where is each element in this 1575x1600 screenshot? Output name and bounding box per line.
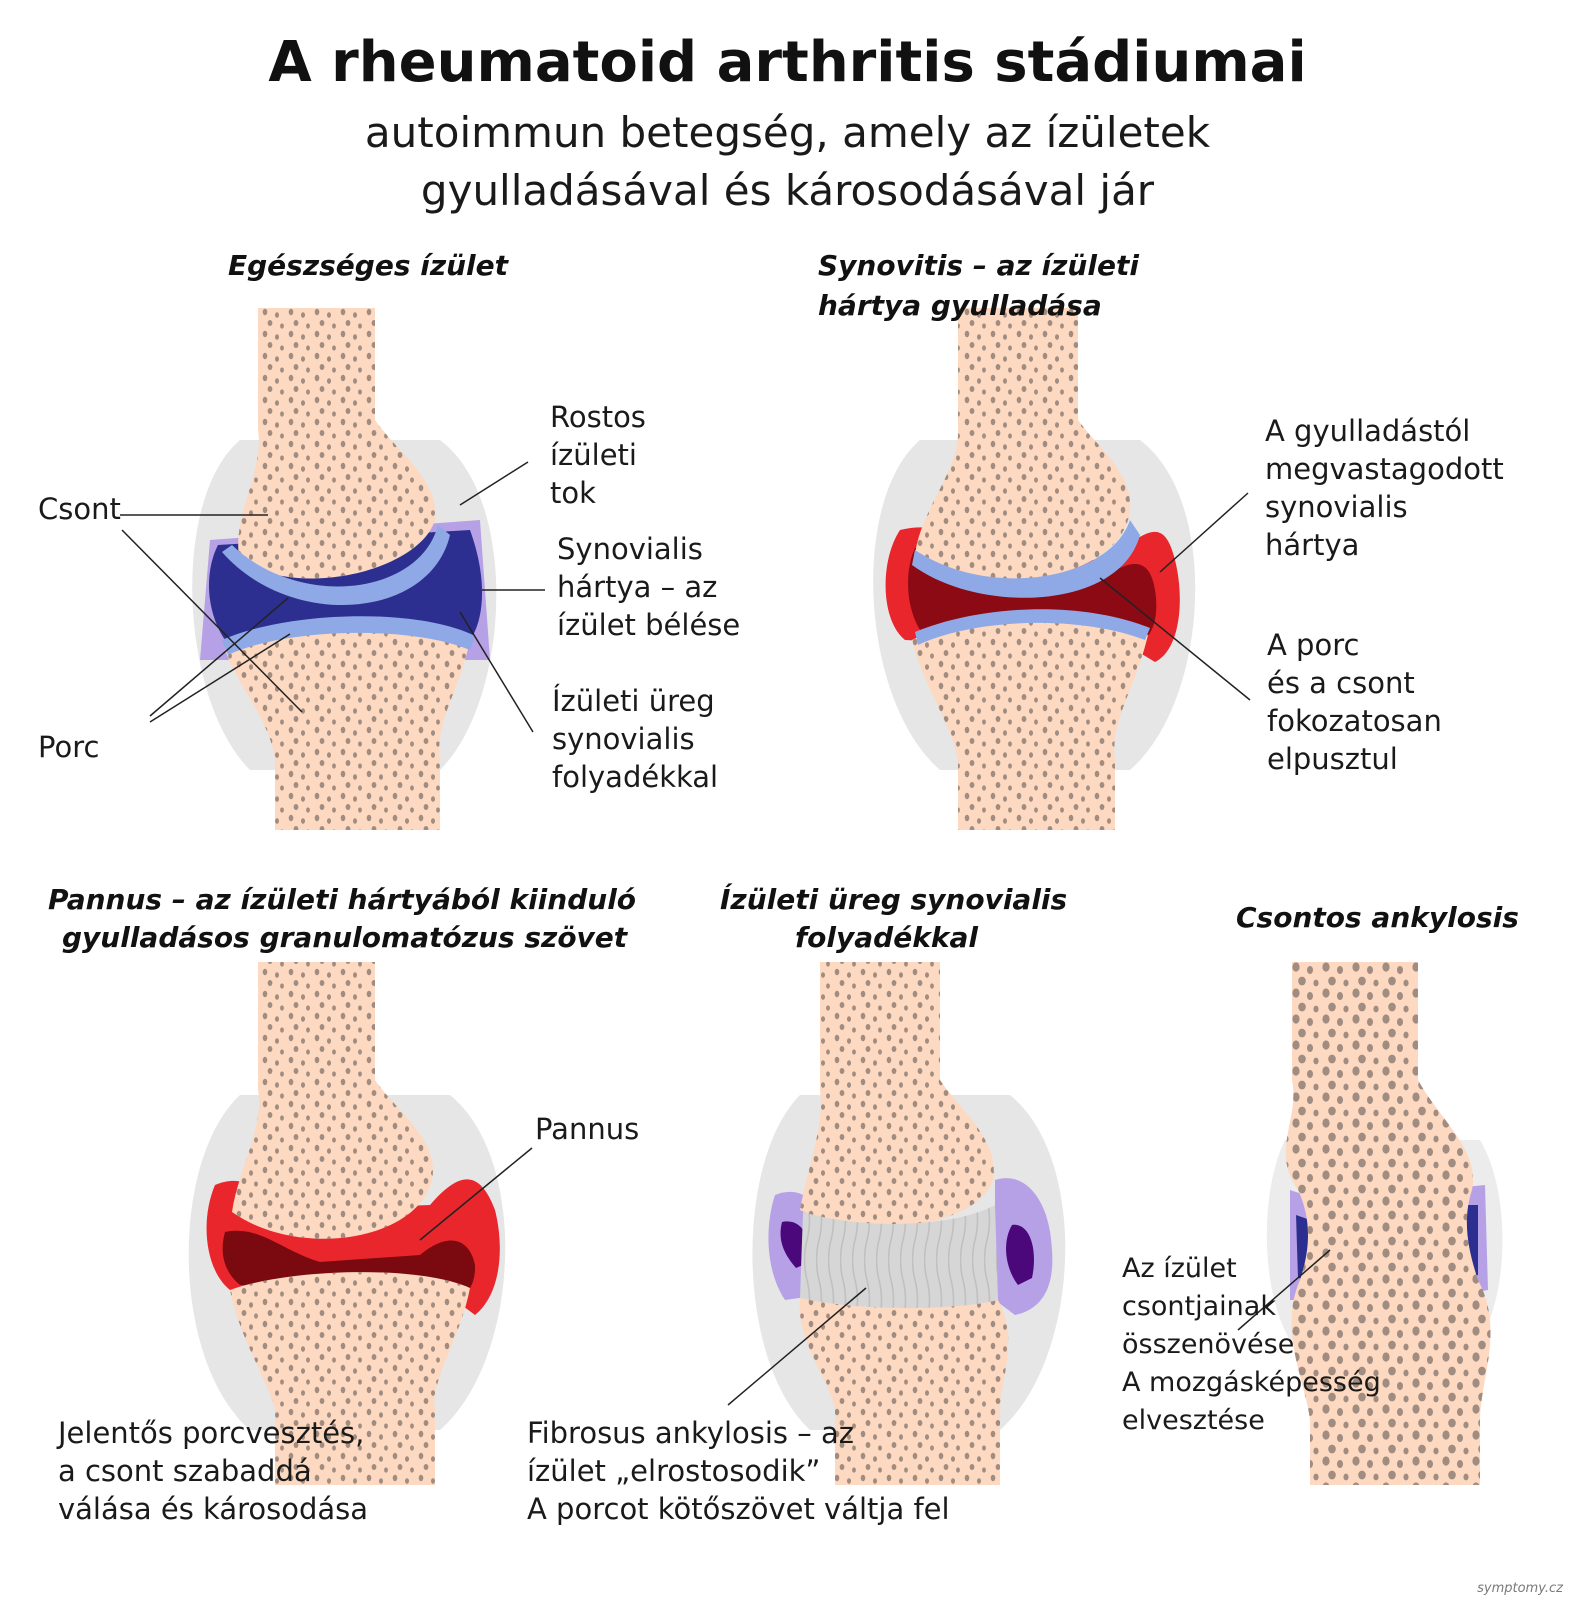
label-fuse-line-1: Az ízület	[1122, 1253, 1237, 1284]
pannus-joint	[188, 962, 533, 1485]
synovitis-lower-cartilage	[915, 609, 1150, 645]
label-fibrous-line-3: A porcot kötőszövet váltja fel	[527, 1492, 950, 1526]
label-fibrous-line-1: Fibrosus ankylosis – az	[527, 1416, 854, 1450]
label-cavity-line-1: Ízületi üreg	[552, 684, 715, 718]
label-fuse-line-2: csontjainak	[1122, 1291, 1276, 1322]
label-thickened-line-2: megvastagodott	[1265, 452, 1504, 486]
label-destroy-line-3: fokozatosan	[1267, 704, 1442, 738]
label-loss-line-3: válása és károsodása	[58, 1492, 369, 1526]
label-fuse-line-4: A mozgásképesség	[1122, 1367, 1381, 1398]
panel-title-synovitis-line-1: Synovitis – az ízületi	[818, 249, 1139, 282]
panel-title-synovitis-line-2: hártya gyulladása	[818, 289, 1102, 322]
label-bone: Csont	[38, 492, 121, 526]
label-capsule-line-3: tok	[550, 476, 596, 510]
page-subtitle-line-1: autoimmun betegség, amely az ízületek	[364, 108, 1211, 157]
label-capsule-line-2: ízületi	[550, 438, 637, 472]
label-destroy-line-2: és a csont	[1267, 666, 1415, 700]
label-destroy-line-1: A porc	[1267, 628, 1360, 662]
panel-title-bony: Csontos ankylosis	[1236, 901, 1519, 934]
watermark: symptomy.cz	[1477, 1581, 1563, 1596]
panel-title-fibrous-line-2: folyadékkal	[795, 921, 978, 954]
synovitis-joint	[873, 308, 1251, 830]
fibrous-joint	[727, 962, 1066, 1485]
label-fuse-line-3: összenövése	[1122, 1329, 1295, 1360]
fibrous-right-fluid	[1006, 1224, 1034, 1285]
healthy-upper-cartilage	[222, 525, 450, 606]
page-subtitle-line-2: gyulladásával és károsodásával jár	[420, 166, 1155, 215]
label-thickened-line-3: synovialis	[1265, 490, 1408, 524]
panel-title-fibrous-line-1: Ízületi üreg synovialis	[720, 883, 1068, 916]
label-pannus: Pannus	[535, 1112, 640, 1146]
label-membrane-line-2: hártya – az	[557, 570, 718, 604]
synovitis-upper-cartilage	[912, 520, 1140, 598]
panel-title-pannus-line-1: Pannus – az ízületi hártyából kiinduló	[48, 883, 637, 916]
label-fibrous-line-2: ízület „elrostosodik”	[527, 1454, 821, 1488]
label-cavity-line-3: folyadékkal	[552, 760, 719, 794]
page-title: A rheumatoid arthritis stádiumai	[268, 30, 1307, 95]
panel-title-pannus-line-2: gyulladásos granulomatózus szövet	[62, 921, 628, 954]
label-thickened-line-4: hártya	[1265, 528, 1360, 562]
bony-joint	[1237, 962, 1503, 1485]
panel-title-healthy: Egészséges ízület	[228, 249, 509, 282]
label-destroy-line-4: elpusztul	[1267, 742, 1398, 776]
label-fuse-line-5: elvesztése	[1122, 1405, 1265, 1436]
healthy-lower-cartilage	[222, 616, 475, 655]
label-membrane-line-3: ízület bélése	[557, 608, 741, 642]
label-cartilage: Porc	[38, 730, 100, 764]
label-membrane-line-1: Synovialis	[557, 532, 703, 566]
label-cavity-line-2: synovialis	[552, 722, 695, 756]
label-capsule-line-1: Rostos	[550, 400, 646, 434]
healthy-joint	[120, 308, 545, 830]
label-thickened-line-1: A gyulladástól	[1265, 414, 1471, 448]
label-loss-line-1: Jelentős porcvesztés,	[58, 1416, 365, 1450]
label-loss-line-2: a csont szabaddá	[58, 1454, 312, 1488]
